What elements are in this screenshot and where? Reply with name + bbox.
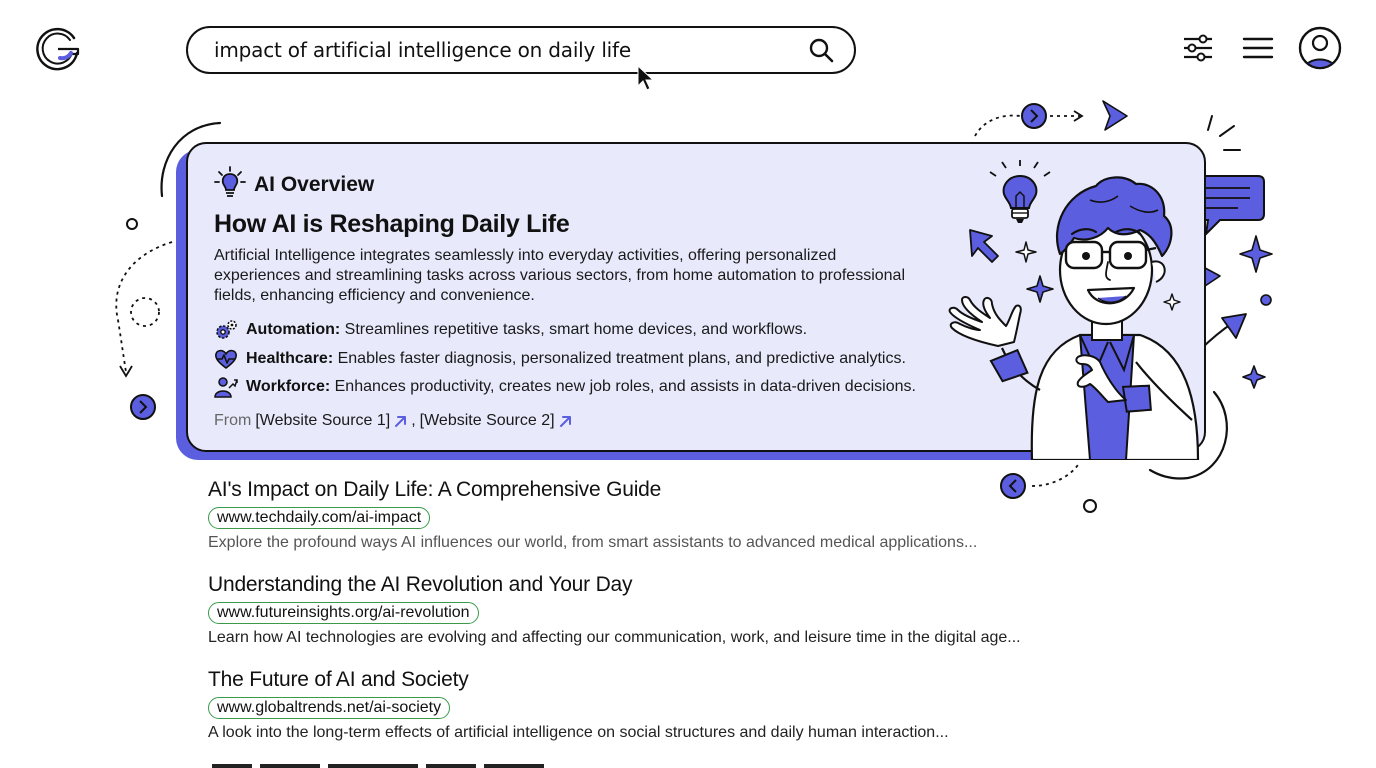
- sources-separator: ,: [411, 412, 416, 429]
- point-title: Healthcare:: [246, 349, 334, 367]
- search-result: Understanding the AI Revolution and Your…: [208, 573, 1108, 668]
- point-title: Automation:: [246, 321, 341, 339]
- ai-overview-header: AI Overview: [214, 166, 374, 203]
- g-logo-icon[interactable]: [34, 26, 82, 72]
- source-link-2[interactable]: [Website Source 2]: [420, 412, 572, 430]
- next-result-peek: [212, 764, 544, 768]
- workforce-icon: [214, 376, 238, 398]
- point-text: Enables faster diagnosis, personalized t…: [333, 349, 906, 367]
- overview-description: Artificial Intelligence integrates seaml…: [214, 247, 905, 304]
- search-bar[interactable]: [186, 26, 856, 74]
- lightbulb-icon: [214, 166, 246, 203]
- sliders-icon[interactable]: [1178, 30, 1218, 66]
- idea-bulb-icon: [989, 160, 1051, 223]
- sources-from-label: From: [214, 412, 252, 429]
- result-url-link[interactable]: www.techdaily.com/ai-impact: [208, 507, 431, 529]
- source-link-text: [Website Source 2]: [419, 412, 555, 429]
- result-url-link[interactable]: www.futureinsights.org/ai-revolution: [208, 602, 479, 624]
- source-link-text: [Website Source 1]: [255, 412, 391, 429]
- point-text: Streamlines repetitive tasks, smart home…: [340, 321, 808, 339]
- search-results: AI's Impact on Daily Life: A Comprehensi…: [208, 478, 1108, 763]
- result-title-link[interactable]: The Future of AI and Society: [208, 668, 469, 691]
- search-input[interactable]: [214, 38, 806, 62]
- point-text: Enhances productivity, creates new job r…: [330, 378, 916, 396]
- result-description: A look into the long-term effects of art…: [208, 724, 949, 741]
- overview-title: How AI is Reshaping Daily Life: [214, 210, 570, 238]
- source-link-1[interactable]: [Website Source 1]: [255, 412, 407, 430]
- ai-overview-card: AI Overview How AI is Reshaping Daily Li…: [186, 142, 1206, 452]
- result-description: Explore the profound ways AI influences …: [208, 534, 978, 551]
- mouse-pointer-icon: [636, 64, 656, 92]
- overview-point-workforce: Workforce: Enhances productivity, create…: [214, 373, 934, 402]
- result-title-link[interactable]: Understanding the AI Revolution and Your…: [208, 573, 633, 596]
- scientist-character-illustration: [948, 160, 1200, 460]
- overview-point-healthcare: Healthcare: Enables faster diagnosis, pe…: [214, 345, 934, 374]
- ai-overview-label: AI Overview: [254, 172, 375, 196]
- overview-sources: From [Website Source 1] , [Website Sourc…: [214, 412, 572, 430]
- heart-pulse-icon: [214, 348, 238, 370]
- external-link-arrow-icon: [559, 415, 571, 427]
- search-result: AI's Impact on Daily Life: A Comprehensi…: [208, 478, 1108, 573]
- overview-point-automation: Automation: Streamlines repetitive tasks…: [214, 316, 934, 345]
- result-url-link[interactable]: www.globaltrends.net/ai-society: [208, 697, 451, 719]
- menu-icon[interactable]: [1238, 30, 1278, 66]
- point-title: Workforce:: [246, 378, 331, 396]
- external-link-arrow-icon: [395, 415, 407, 427]
- search-result: The Future of AI and Society www.globalt…: [208, 668, 1108, 763]
- result-description: Learn how AI technologies are evolving a…: [208, 629, 1021, 646]
- user-avatar-icon[interactable]: [1298, 26, 1342, 70]
- overview-points: Automation: Streamlines repetitive tasks…: [214, 316, 934, 402]
- search-icon[interactable]: [806, 35, 836, 65]
- gears-icon: [214, 319, 238, 341]
- result-title-link[interactable]: AI's Impact on Daily Life: A Comprehensi…: [208, 478, 662, 501]
